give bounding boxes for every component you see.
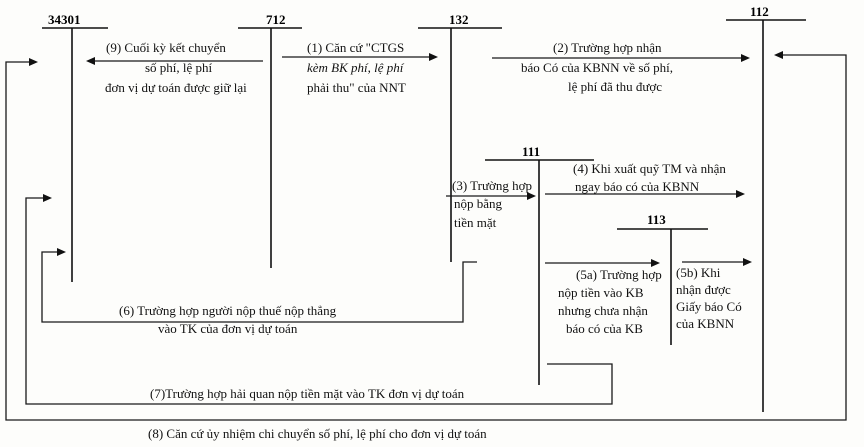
- flow-6-label: (6) Trường hợp người nộp thuế nộp thẳng …: [119, 303, 339, 336]
- account-132-label: 132: [449, 12, 469, 27]
- t-account-112: 112: [726, 4, 806, 412]
- flow-4-label: (4) Khi xuất quỹ TM và nhận ngay báo có …: [573, 161, 729, 194]
- t-account-111: 111: [485, 144, 594, 385]
- flow-7-label: (7)Trường hợp hải quan nộp tiền mặt vào …: [150, 386, 465, 401]
- t-account-34301: 34301: [42, 12, 108, 282]
- flow-9-label: (9) Cuối kỳ kết chuyển số phí, lệ phí đơ…: [105, 40, 247, 95]
- account-111-label: 111: [522, 144, 540, 159]
- flow-9: [86, 57, 263, 65]
- account-712-label: 712: [266, 12, 286, 27]
- flow-2: [492, 54, 750, 62]
- account-34301-label: 34301: [48, 12, 81, 27]
- flow-3: [446, 192, 536, 200]
- t-account-113: 113: [617, 212, 708, 345]
- flow-8: [5, 51, 847, 421]
- flow-6: [41, 248, 477, 323]
- flow-5a-label: (5a) Trường hợp nộp tiền vào KB nhưng ch…: [558, 267, 665, 336]
- flow-4: [545, 190, 745, 198]
- flow-8-label: (8) Căn cứ ủy nhiệm chi chuyển số phí, l…: [148, 426, 487, 441]
- flow-2-label: (2) Trường hợp nhận báo Có của KBNN về s…: [521, 40, 676, 94]
- flow-1-label: (1) Căn cứ "CTGS kèm BK phí, lệ phí phải…: [307, 40, 407, 95]
- flow-5b-label: (5b) Khi nhận được Giấy báo Có của KBNN: [676, 265, 745, 331]
- t-account-132: 132: [418, 12, 502, 262]
- flow-5a: [545, 259, 660, 267]
- flow-7: [25, 194, 613, 405]
- flow-1: [282, 53, 438, 61]
- flow-5b: [682, 258, 752, 266]
- account-112-label: 112: [750, 4, 769, 19]
- account-113-label: 113: [647, 212, 666, 227]
- t-account-712: 712: [238, 12, 302, 268]
- flow-3-label: (3) Trường hợp nộp bằng tiền mặt: [452, 178, 535, 230]
